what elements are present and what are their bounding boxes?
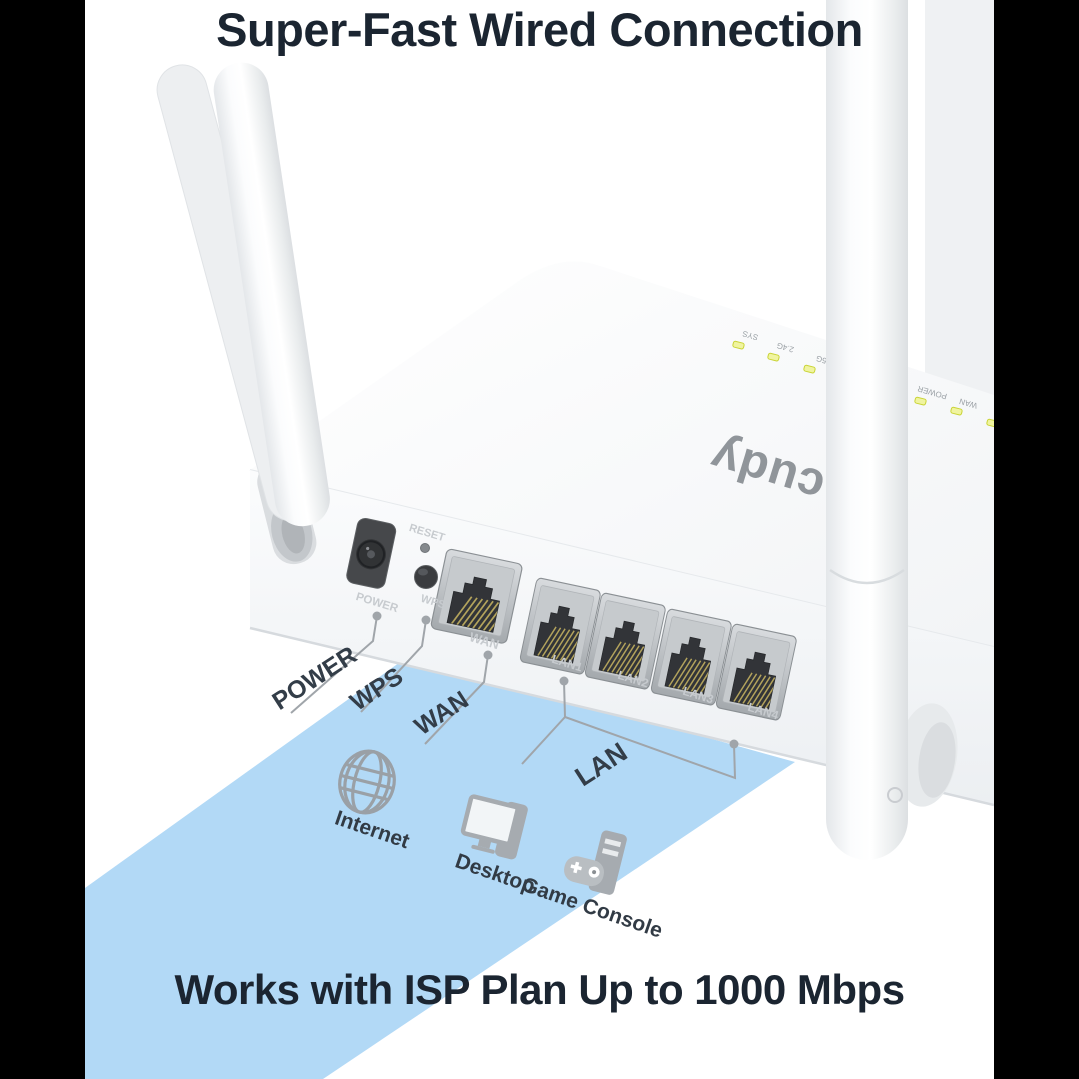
antenna-right-back — [925, 0, 994, 500]
desktop-icon — [460, 794, 528, 860]
callout-lines — [290, 615, 737, 780]
callout-dots — [372, 611, 739, 749]
antenna-hinge-right — [896, 703, 958, 807]
headline: Super-Fast Wired Connection — [216, 3, 863, 56]
footer-claim: Works with ISP Plan Up to 1000 Mbps — [174, 966, 905, 1013]
antenna-right-front — [826, 0, 908, 860]
antenna-left-front — [213, 62, 330, 527]
led-label-sys: SYS — [741, 329, 759, 342]
globe-icon — [338, 749, 396, 815]
router-top-face — [250, 261, 994, 647]
wps-button — [414, 565, 438, 589]
blue-band — [85, 655, 795, 1079]
pillarbox-right — [994, 0, 1079, 1079]
led-group-1: SYS 2.4G 5G — [732, 329, 828, 374]
power-jack — [346, 517, 397, 589]
router-illustration: RESET WPS POWER WAN LAN1 LAN2 LAN3 LAN4 … — [85, 0, 994, 1079]
game-console-icon — [564, 830, 627, 895]
image-content: Super-Fast Wired Connection — [85, 0, 994, 1079]
pillarbox-left — [0, 0, 85, 1079]
led-label-5g: 5G — [815, 354, 828, 366]
reset-hole — [420, 543, 430, 553]
